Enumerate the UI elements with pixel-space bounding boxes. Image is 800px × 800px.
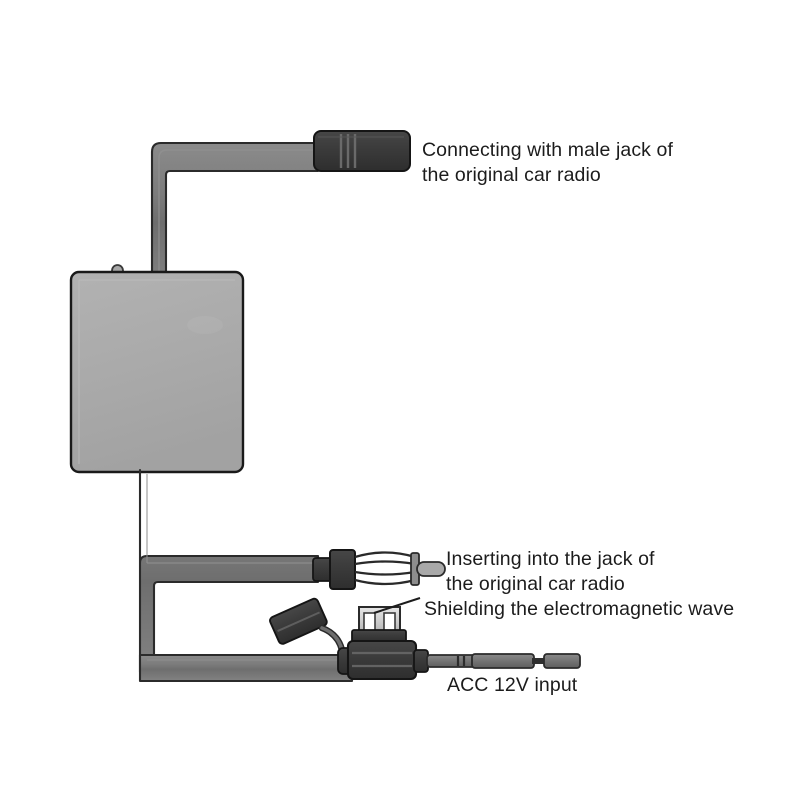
- top-cable: [150, 141, 320, 290]
- shield-metal-cap: [358, 606, 401, 634]
- antenna-male-plug: [312, 549, 446, 590]
- label-acc-12v-input: ACC 12V input: [447, 674, 578, 696]
- acc-power-wire: [426, 653, 581, 669]
- label-connecting-male-jack: Connecting with male jack of the origina…: [422, 139, 674, 186]
- male-jack-connector: [313, 130, 411, 172]
- label-inserting-into-jack: Inserting into the jack of the original …: [446, 548, 655, 595]
- side-clip-tag: [269, 597, 346, 654]
- shielding-leader-line: [373, 597, 421, 614]
- shield-connector: [337, 606, 429, 681]
- bottom-cable: [138, 468, 354, 683]
- label-shielding-electromagnetic-wave: Shielding the electromagnetic wave: [424, 598, 735, 620]
- amplifier-box: [69, 264, 245, 474]
